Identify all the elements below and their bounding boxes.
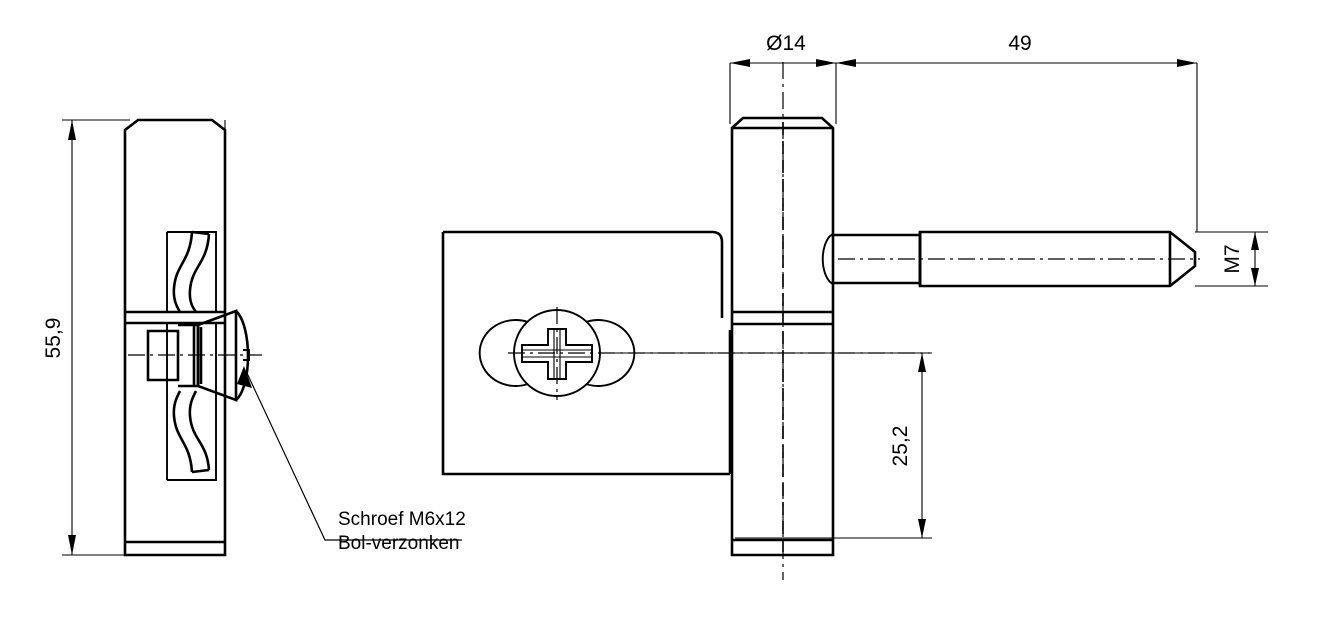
- dimension-thread-size: M7: [1195, 231, 1268, 287]
- front-flange-body-lower: [441, 232, 730, 476]
- front-view: [441, 62, 1200, 580]
- screw-dome-cap: [235, 310, 250, 401]
- dim-arrow-m7-top: [1251, 232, 1259, 250]
- dim-label-pin-diameter: Ø14: [766, 32, 806, 55]
- screw-note-group: Schroef M6x12 Bol-verzonken: [237, 366, 466, 554]
- screw-shank-left-profile: [146, 329, 180, 382]
- dim-arrow-len-left: [836, 59, 856, 67]
- dim-arrow-offset-top: [918, 353, 926, 372]
- dim-label-pin-length: 49: [1008, 32, 1031, 55]
- dim-arrow-m7-bottom: [1251, 268, 1259, 286]
- section-break-line-lower-a: [172, 390, 194, 473]
- screw-note-line2: Bol-verzonken: [338, 533, 459, 554]
- screw-head-lobe-left: [478, 319, 529, 387]
- dimension-knuckle-offset: 25,2: [600, 352, 932, 539]
- dim-arrow-height-bottom: [68, 535, 76, 555]
- dim-label-knuckle-offset: 25,2: [889, 426, 912, 467]
- broken-out-section-frame-lower: [167, 323, 217, 481]
- front-flange-body: [443, 230, 724, 318]
- section-break-line-upper-a: [172, 231, 194, 313]
- dim-label-overall-height: 55,9: [42, 318, 65, 359]
- dimension-pin-length: 49: [836, 32, 1198, 232]
- section-break-line-upper-b: [188, 233, 211, 313]
- dim-arrow-dia-left: [730, 59, 750, 67]
- screw-note-line1: Schroef M6x12: [338, 509, 466, 530]
- section-break-line-lower-b: [188, 390, 211, 471]
- dim-arrow-dia-right: [816, 59, 836, 67]
- dim-arrow-len-right: [1177, 59, 1197, 67]
- pin-shank-root-arc: [821, 234, 832, 284]
- section-break-cap-lower: [191, 468, 210, 474]
- section-break-cap-upper: [191, 230, 210, 236]
- left-plate-outline: [123, 118, 227, 557]
- dim-arrow-offset-bottom: [918, 519, 926, 538]
- dim-arrow-height-top: [68, 120, 76, 140]
- dimension-overall-height: 55,9: [42, 119, 130, 556]
- left-side-view: [123, 118, 262, 557]
- dim-label-thread-size: M7: [1221, 244, 1244, 273]
- screw-cross-slot: [521, 328, 593, 380]
- screw-note-leader-line: [245, 370, 462, 541]
- dimension-pin-diameter: Ø14: [729, 32, 837, 124]
- broken-out-section-frame: [167, 231, 217, 312]
- screw-note-leader-arrow: [237, 366, 252, 388]
